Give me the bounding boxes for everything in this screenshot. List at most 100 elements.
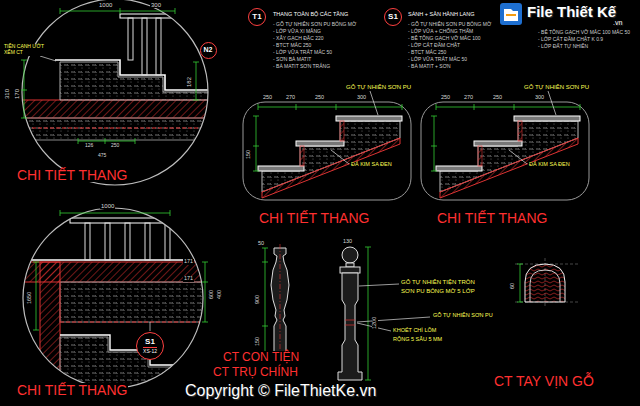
table-cell: - BTCT MÁC 250 [407,50,447,55]
dimension: 171 [183,276,194,282]
material-note: ĐÁ KIM SA ĐEN [528,162,571,168]
dimension-line [202,262,208,322]
table-cell: - LỚP VỮA TRÁT MÁC 50 [407,57,468,62]
logo-icon [500,3,522,25]
drawing-part [145,223,150,260]
drawing-part [20,100,220,118]
stair-section-detail [20,14,220,144]
leader-line [150,322,151,331]
logo-icon [506,14,516,16]
watermark-logo: .vn [612,19,623,26]
drawing-part [156,18,161,75]
dimension: 170 [14,88,20,100]
handrail-profile [530,270,560,302]
watermark-logo: File Thiết Kế [526,4,617,19]
table-cell: - LỚP VỮA XI MĂNG [272,29,322,34]
drawing-part [55,60,215,90]
dimension: 1650 [27,291,33,305]
drawing-part [85,223,90,260]
dimension-line [60,8,175,14]
table-heading: SẢNH + SÀN HÀNH LANG [407,12,475,18]
dimension: 150 [246,149,252,160]
drawing-part [60,335,210,365]
section-marker: S1 [384,8,402,26]
table-cell: - BẢ MATIT SƠN TRẮNG [272,64,331,69]
table-cell: - SƠN BẢ MATIT [272,57,312,62]
drawing-part [40,262,60,402]
table-cell: - BẢ MATIT + SƠN [407,64,452,69]
newel-ball [342,247,358,263]
detail-title: CT TRỤ CHÍNH [212,366,299,378]
table-cell: - LỚP CÁT ĐẦM CHẶT K 0.9 [537,37,604,42]
dimension: 60 [510,282,516,290]
material-note: GỖ TỰ NHIÊN SƠN PU [523,84,590,90]
detail-title: CT TAY VỊN GỖ [493,374,595,388]
section-marker: N2 [200,42,217,59]
marker-text: S1 [388,13,398,21]
table-cell: - XÂY GẠCH ĐẶC 220 [272,36,324,41]
dimension: 270 [285,95,296,101]
table-heading: THANG TOÀN BỘ CÁC TẦNG [272,12,349,18]
stair-profile [243,91,411,200]
table-cell: - GỖ TỰ NHIÊN SƠN PU BÓNG MỜ [272,22,357,27]
leader-line [40,56,56,61]
dimension: 310 [4,88,10,100]
dimension: 1000 [100,203,115,209]
drawing-part [70,218,190,223]
dimension: 171 [183,259,194,265]
newel-neck [346,263,354,267]
dimension: 270 [463,95,474,101]
dimension-line [517,264,523,302]
table-cell: - BÊ TÔNG GẠCH VỠ MÁC 100 MÁC 50 [537,30,631,35]
dimension-line [193,62,199,100]
drawing-part [165,223,170,260]
grid-line [515,258,580,308]
watermark: Copyright © FileThietKe.vn [184,383,377,399]
drawing-part [60,282,210,322]
dimension: 1000 [98,2,113,8]
dimension: 250 [440,95,451,101]
dimension: 250 [314,95,325,101]
dimension-line [365,247,371,380]
dimension: 300 [356,95,367,101]
detail-title: CT CON TIỆN [222,351,300,363]
dimension: 130 [342,239,353,245]
drawing-part [125,223,130,260]
drawing-part [128,18,133,60]
material-note: SƠN PU BÓNG MỜ 5 LỚP [400,288,476,294]
section-marker: T1 [248,8,266,26]
table-cell: - LỚP CÁT ĐẦM CHẶT [407,43,461,48]
drawing-part [142,18,147,75]
drawing-part [60,322,210,323]
landing-section-detail [20,218,210,402]
detail-title: CHI TIẾT THANG [436,211,548,225]
dimension: 182 [186,76,192,88]
leader-line [359,284,399,286]
center-line [280,244,281,356]
dimension-line [33,262,39,330]
marker-text: T1 [252,13,261,21]
dimension: 250 [110,143,120,148]
detail-circle [22,0,208,185]
newel-cap [340,267,360,273]
material-note: GỖ TỰ NHIÊN SƠN PU [432,313,494,319]
drawing-part [20,259,210,261]
table-cell: - BTCT MÁC 250 [272,43,312,48]
material-note: GỖ TỰ NHIÊN TIỆN TRÒN [400,279,476,285]
leader-line [357,317,430,322]
dimension-line [262,248,268,352]
dimension: 300 [534,95,545,101]
marker-text: S1 [145,338,155,346]
dimension: 1200 [372,316,378,330]
dimension: 400 [217,289,223,300]
drawing-part [60,62,215,100]
material-note: RỘNG 5 SÂU 5 MM [392,337,443,343]
drawing-part [20,128,210,129]
dimension: 50 [257,241,265,247]
table-cell: - LỚP VỮA TRÁT MÁC 50 [272,50,333,55]
dimension: 250 [492,95,503,101]
detail-circle [23,208,203,388]
dimension: 250 [262,95,273,101]
table-cell: - LỚP ĐẤT TỰ NHIÊN [537,44,589,49]
